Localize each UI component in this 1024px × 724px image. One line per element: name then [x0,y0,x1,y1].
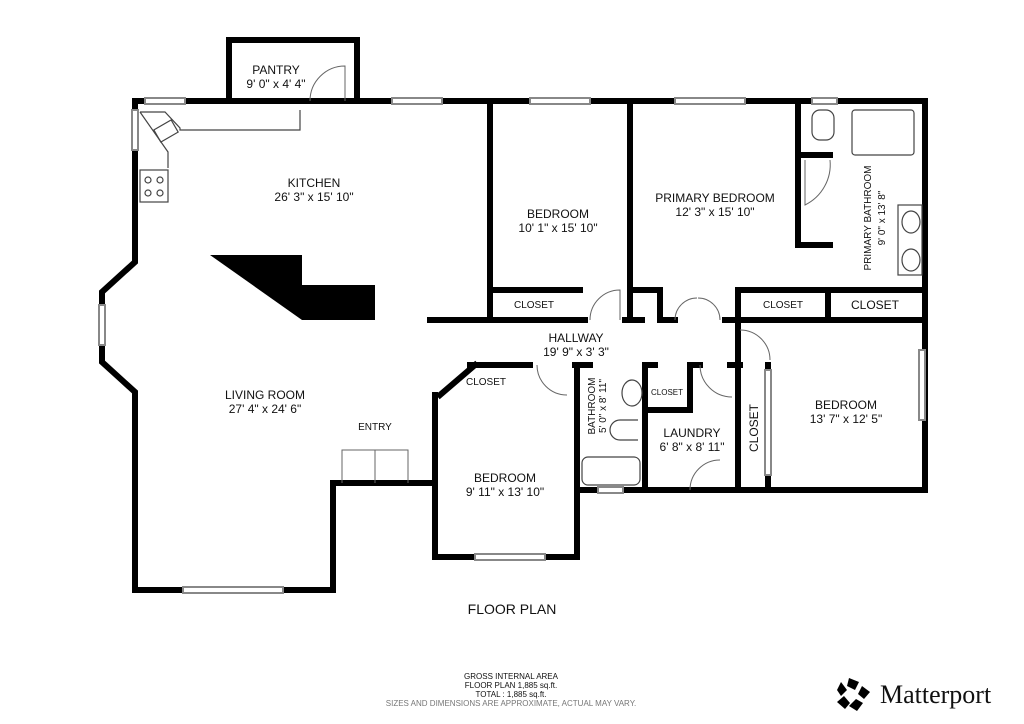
room-name: PANTRY [252,63,300,77]
area-heading: GROSS INTERNAL AREA [464,672,558,681]
room-name: BEDROOM [814,398,878,412]
room-name: HALLWAY [548,331,604,345]
room-size: 13' 7" x 12' 5" [809,412,883,426]
closet-label: CLOSET [747,403,761,453]
doors [309,65,831,491]
room-name: LAUNDRY [663,426,721,440]
room-size: 27' 4" x 24' 6" [228,402,302,416]
area-summary: GROSS INTERNAL AREA FLOOR PLAN 1,885 sq.… [386,672,636,708]
fixtures [139,109,923,486]
closet-label: CLOSET [513,300,555,311]
room-size: 26' 3" x 15' 10" [274,190,354,204]
floor-plan-area: FLOOR PLAN 1,885 sq.ft. [464,681,558,690]
closet-label: CLOSET [850,298,900,312]
brand-name: Matterport [880,680,992,709]
room-size: 12' 3" x 15' 10" [675,205,755,219]
room-name: KITCHEN [287,176,341,190]
room-name: BEDROOM [526,207,589,221]
room-size: 19' 9" x 3' 3" [543,345,609,359]
plan-title: FLOOR PLAN [467,601,557,617]
room-size: 9' 0" x 13' 8" [877,190,888,246]
room-size: 6' 8" x 8' 11" [659,440,725,454]
closet-label: CLOSET [762,300,804,311]
room-size: 5' 0" x 8' 11" [598,378,609,434]
room-name: PRIMARY BEDROOM [655,191,775,205]
room-name: LIVING ROOM [224,388,306,402]
fireplace [210,255,375,320]
total-area: TOTAL : 1,885 sq.ft. [475,690,547,699]
closet-label: CLOSET [650,388,684,397]
walls [99,37,928,593]
room-name: BATHROOM [587,377,598,435]
room-name: PRIMARY BATHROOM [863,165,874,271]
room-size: 10' 1" x 15' 10" [518,221,598,235]
disclaimer: SIZES AND DIMENSIONS ARE APPROXIMATE, AC… [385,699,637,708]
room-entry: ENTRY [358,422,392,433]
room-name: BEDROOM [473,471,537,485]
closet-label: CLOSET [465,377,507,388]
room-size: 9' 0" x 4' 4" [246,77,306,91]
room-size: 9' 11" x 13' 10" [465,485,545,499]
windows [98,97,926,594]
